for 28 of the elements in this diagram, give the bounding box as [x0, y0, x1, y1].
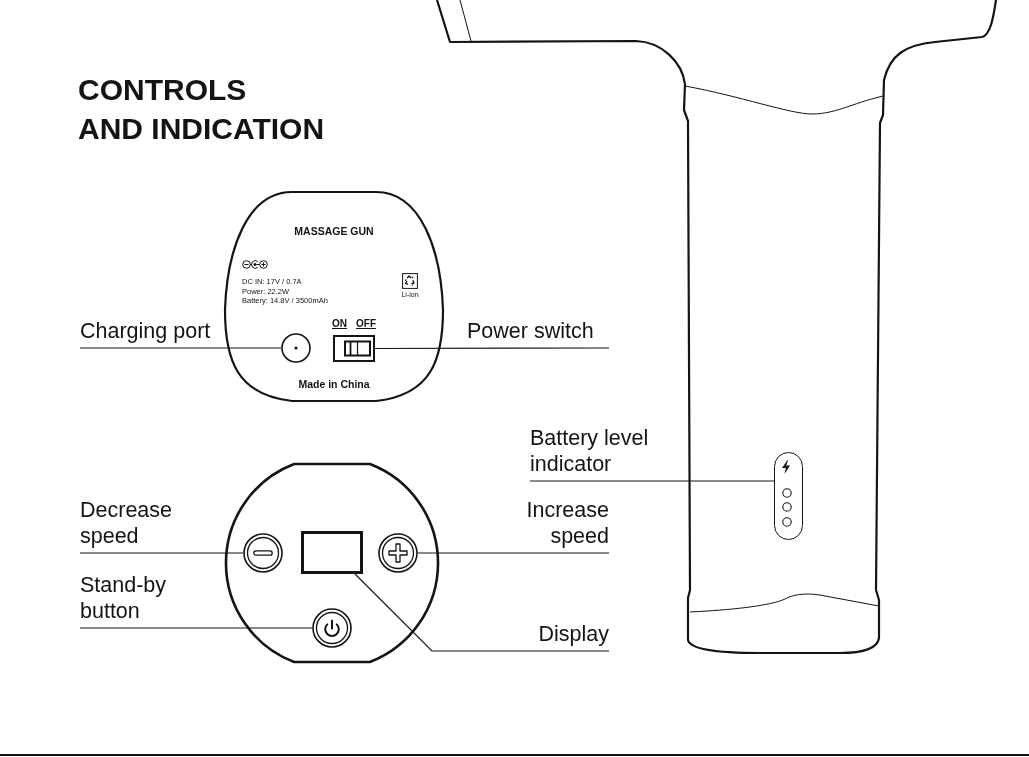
rating-plate: [222, 190, 446, 403]
leader-line: [79, 552, 244, 554]
page-title: CONTROLS AND INDICATION: [78, 72, 325, 147]
callout-label: Display: [529, 621, 609, 651]
switch-label: ON: [332, 318, 347, 330]
callout-label: Charging port: [80, 318, 220, 348]
slide-switch: [333, 335, 375, 362]
leader-line: [529, 480, 775, 482]
plate-heading: MASSAGE GUN: [293, 225, 375, 238]
control-panel: [224, 460, 440, 666]
gun-handle-drawing: [682, 78, 888, 656]
callout-label: Increase speed: [489, 497, 609, 553]
leader-line: [417, 552, 610, 554]
leader-line: [354, 573, 610, 652]
leader-line: [374, 347, 610, 350]
charging-port: [281, 333, 311, 363]
callout-label: Stand-by button: [80, 572, 200, 628]
minus-button: [243, 533, 283, 573]
plus-button: [378, 533, 418, 573]
origin-text: Made in China: [297, 378, 371, 391]
switch-label: OFF: [356, 318, 376, 330]
power-button: [312, 608, 352, 648]
leader-line: [79, 347, 282, 349]
display-screen: [301, 531, 363, 574]
leader-line: [79, 627, 313, 629]
callout-label: Battery level indicator: [530, 425, 670, 481]
callout-label: Decrease speed: [80, 497, 200, 553]
callout-label: Power switch: [467, 318, 609, 348]
